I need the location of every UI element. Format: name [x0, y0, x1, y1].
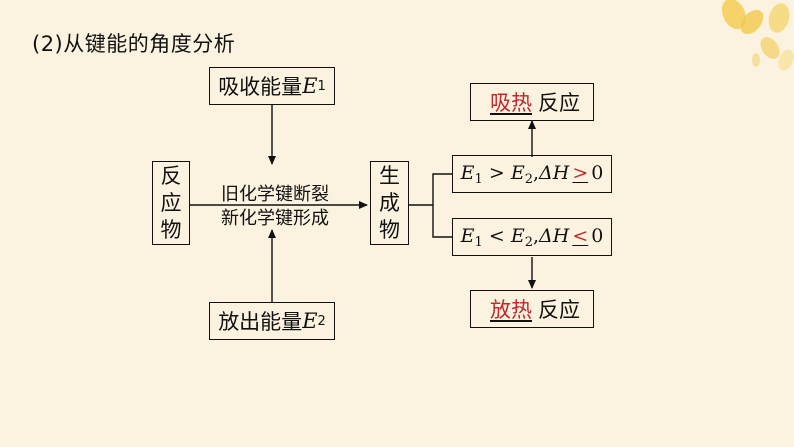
- section-heading: (2)从键能的角度分析: [32, 32, 236, 56]
- bond-change-label: 旧化学键断裂 新化学键形成: [221, 184, 329, 229]
- decorative-flowers: [721, 0, 794, 71]
- exothermic-condition-box: E1 < E2,ΔH<0: [452, 218, 612, 256]
- reactants-box: 反 应 物: [152, 161, 190, 245]
- endothermic-result-box: 吸热反应: [470, 83, 594, 121]
- exothermic-result-box: 放热反应: [470, 290, 594, 328]
- endothermic-condition-box: E1 > E2,ΔH>0: [452, 155, 612, 193]
- products-box: 生 成 物: [370, 161, 409, 245]
- endo-sign-answer: >: [572, 161, 589, 184]
- endo-answer: 吸热: [490, 91, 532, 115]
- bracket-branch: [432, 173, 452, 238]
- exo-sign-answer: <: [572, 224, 589, 247]
- exo-answer: 放热: [490, 298, 532, 322]
